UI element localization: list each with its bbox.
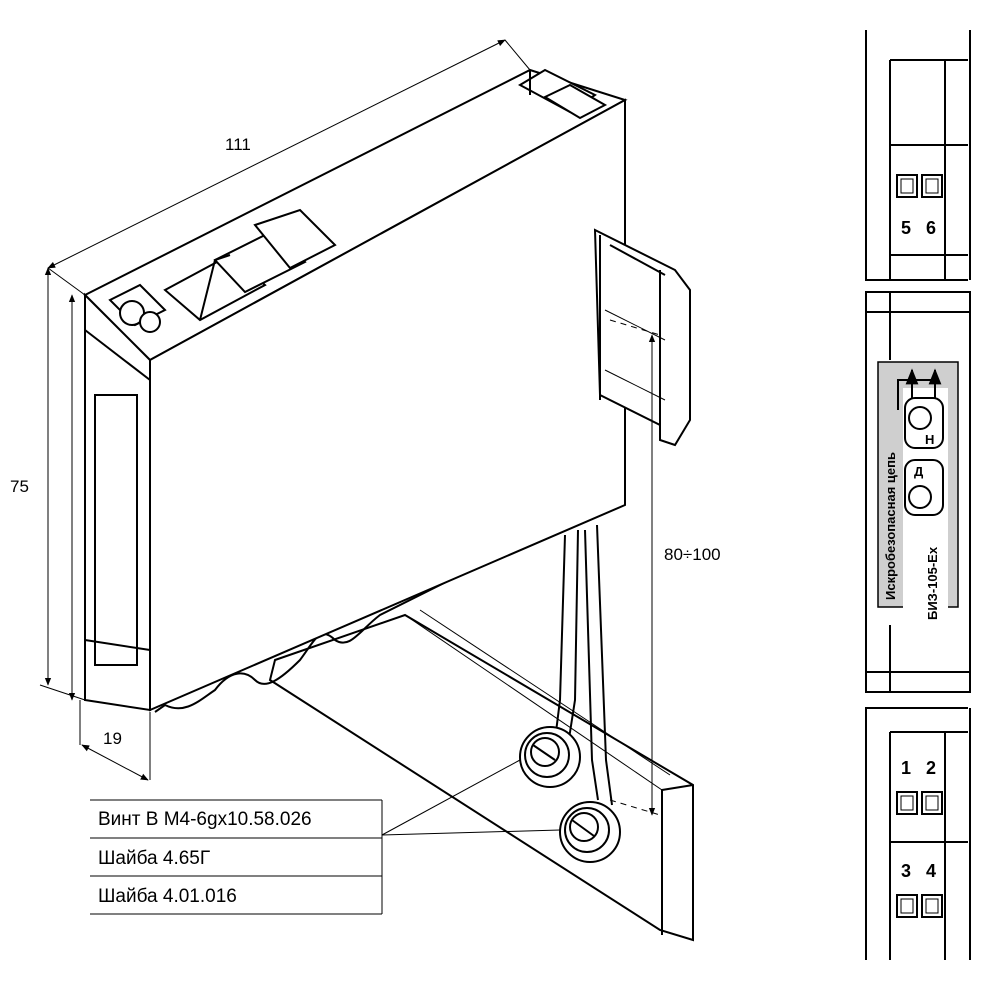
front-module-middle: Н Д Искробезопасная цепь БИЗ-105-Ех [865,291,971,693]
dimension-length-label: 111 [225,135,251,154]
terminal-2-label: 2 [926,758,936,778]
indicator-d-label: Д [914,464,924,479]
front-module-bottom: 1 2 3 4 [865,707,971,960]
mounting-plate [268,613,694,942]
terminal-6-label: 6 [926,218,936,238]
led-h-icon [908,406,932,430]
leader-screw-upper [381,759,521,836]
dimension-width-label: 19 [103,729,122,748]
dimension-mount-distance-label: 80÷100 [664,545,721,564]
terminal-4-label: 4 [926,861,936,881]
led-d-icon [908,485,932,509]
parts-row-screw: Винт В М4-6gx10.58.026 [98,809,312,830]
model-label: БИЗ-105-Ех [925,546,940,620]
dimension-length: 111 [47,39,531,296]
dimension-mount-distance: 80÷100 [609,319,721,816]
leader-screw-lower [381,829,561,836]
ground-wires [554,524,613,806]
front-module-top: 5 6 [865,30,971,281]
din-rail-clip [593,228,691,447]
intrinsic-safety-label: Искробезопасная цепь [883,452,898,600]
dimension-width: 19 [79,700,151,781]
terminal-1-label: 1 [901,758,911,778]
dimension-height: 75 [10,267,86,701]
terminal-3-label: 3 [901,861,911,881]
indicator-h-label: Н [925,432,934,447]
front-panel-view: 5 6 Н Д Искробезопасная цеп [865,30,971,960]
dimension-height-label: 75 [10,477,29,496]
parts-row-spring-washer: Шайба 4.65Г [98,848,210,869]
terminal-5-label: 5 [901,218,911,238]
screw-lower [559,801,621,863]
parts-row-flat-washer: Шайба 4.01.016 [98,886,237,907]
front-label-window [94,394,138,666]
screw-upper [519,726,581,788]
parts-table: Винт В М4-6gx10.58.026 Шайба 4.65Г Шайба… [90,799,383,915]
